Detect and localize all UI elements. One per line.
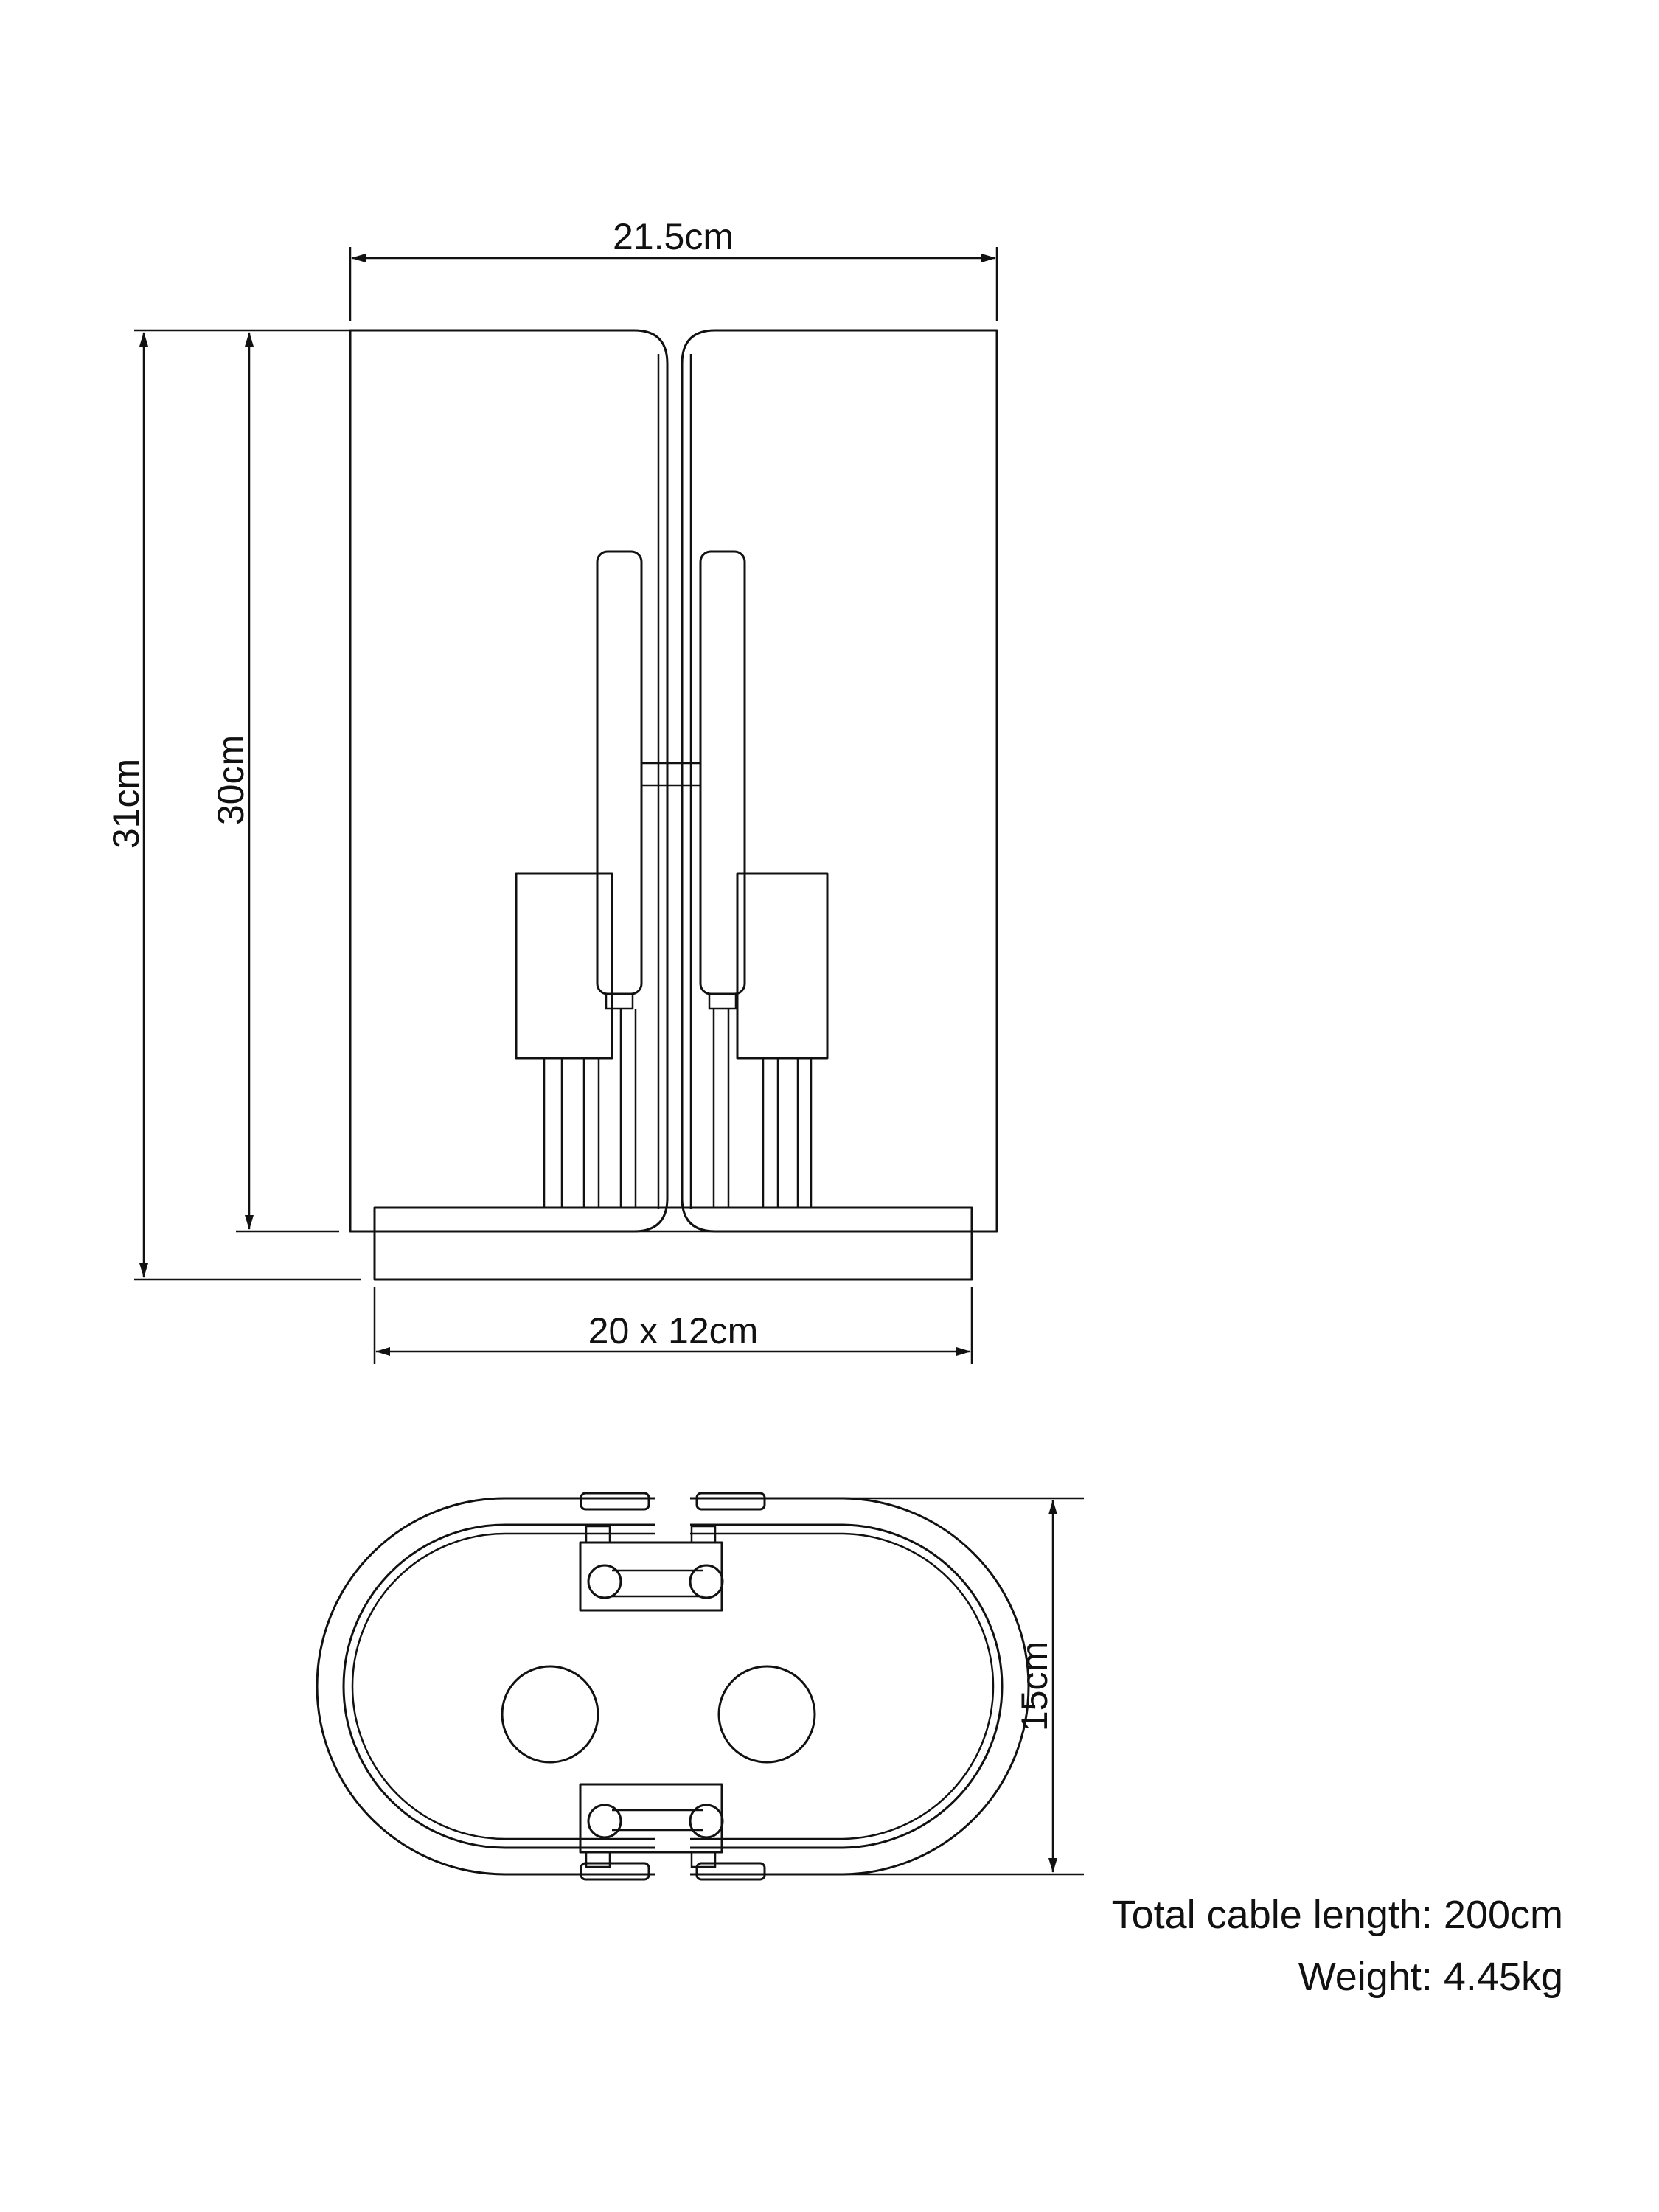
base-size-label: 20 x 12cm [588,1310,759,1352]
left-bulb-top-view [501,1665,599,1764]
bottom-bulb-holder [579,1783,723,1854]
top-left-pin [587,1564,622,1599]
right-stems [712,1009,813,1208]
top-right-pin [689,1564,724,1599]
plan-seam-top [655,1489,690,1541]
left-socket-box [515,872,613,1060]
left-shade-panel [349,329,669,1233]
base-plate [373,1206,973,1281]
plan-depth-label: 15cm [1014,1641,1055,1731]
top-width-dimension: 21.5cm [349,216,998,321]
top-width-label: 21.5cm [613,216,734,257]
bottom-right-pin [689,1804,724,1839]
bottom-left-pin [587,1804,622,1839]
base-size-dimension: 20 x 12cm [373,1287,973,1364]
right-socket-box [736,872,829,1060]
plan-inner-ring-2 [351,1532,995,1840]
left-bulb [596,550,643,995]
shade-height-label: 30cm [210,735,251,825]
cable-length-note: Total cable length: 200cm [1111,1893,1563,1937]
right-shade-panel [681,329,998,1233]
total-height-dimension: 31cm [105,329,361,1281]
center-bridge-connector [640,762,702,787]
top-right-clip [695,1492,766,1511]
left-stems [543,1009,637,1208]
plan-inner-ring [342,1523,1004,1849]
top-bulb-holder [579,1541,723,1612]
plan-depth-dimension: 15cm [841,1497,1084,1876]
plan-view: 15cm [316,1489,1084,1884]
bottom-left-clip [580,1862,650,1881]
shade-height-dimension: 30cm [210,332,339,1233]
bottom-left-tab [585,1851,611,1868]
right-bulb-top-view [717,1665,816,1764]
right-bulb-neck [708,992,737,1010]
weight-note: Weight: 4.45kg [1298,1955,1563,1999]
plan-outer-ring [316,1497,1030,1876]
total-height-label: 31cm [105,759,147,849]
front-elevation-view: 21.5cm 31cm 30cm [105,216,998,1364]
bottom-right-tab [690,1851,717,1868]
bottom-right-clip [695,1862,766,1881]
specification-notes: Total cable length: 200cm Weight: 4.45kg [1112,1884,1563,2008]
top-left-clip [580,1492,650,1511]
left-bulb-neck [605,992,634,1010]
plan-seam-bottom [655,1832,690,1884]
